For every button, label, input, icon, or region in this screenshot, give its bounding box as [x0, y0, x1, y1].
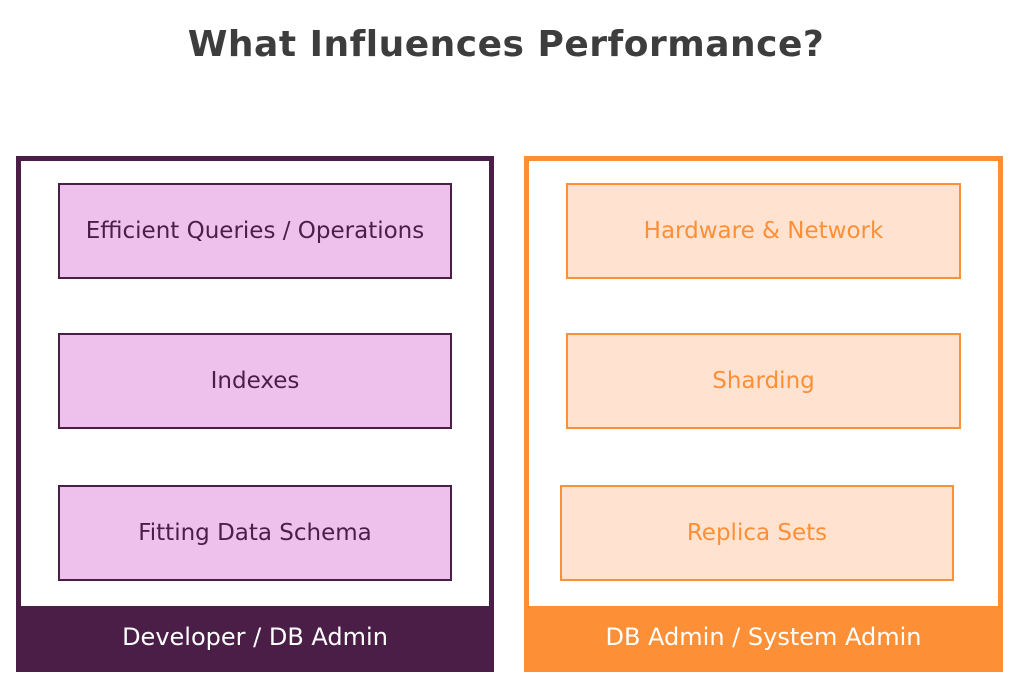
developer-panel-footer: Developer / DB Admin: [20, 606, 490, 668]
sysadmin-panel: Hardware & Network Sharding Replica Sets…: [524, 156, 1003, 672]
replica-sets-box: Replica Sets: [560, 485, 954, 581]
developer-panel: Efficient Queries / Operations Indexes F…: [16, 156, 494, 672]
indexes-box: Indexes: [58, 333, 452, 429]
page-title: What Influences Performance?: [187, 24, 825, 65]
sysadmin-panel-footer: DB Admin / System Admin: [528, 606, 999, 668]
sharding-box: Sharding: [566, 333, 961, 429]
data-schema-box: Fitting Data Schema: [58, 485, 452, 581]
hardware-network-box: Hardware & Network: [566, 183, 961, 279]
efficient-queries-box: Efficient Queries / Operations: [58, 183, 452, 279]
